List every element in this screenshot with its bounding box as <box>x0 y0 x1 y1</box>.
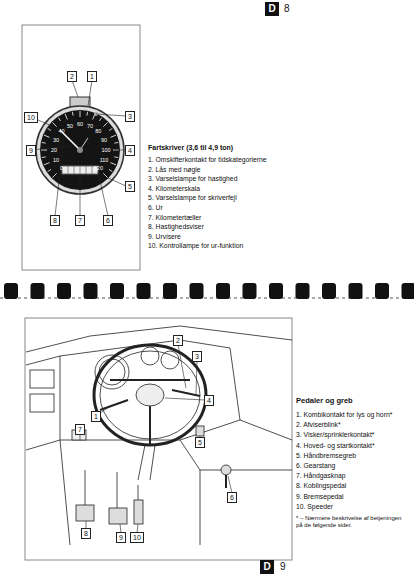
node-text: 1 <box>90 73 94 80</box>
list-item: 9. Bremsepedal <box>296 493 344 501</box>
dial-number: 50 <box>67 123 73 129</box>
section-heading: Fartskriver (3,6 til 4,9 ton) <box>148 144 233 152</box>
list-item: 8. Koblingspedal <box>296 482 346 490</box>
list-item: 2. Lås med nøgle <box>148 166 201 174</box>
node-text: 6 <box>106 217 110 224</box>
list-item: 9. Urvisere <box>148 233 181 241</box>
dial-number: 100 <box>101 147 110 153</box>
callout-box: 7 <box>75 215 85 226</box>
list-item: 3. Varselslampe for hastighed <box>148 175 237 183</box>
node-text: 4 <box>207 397 211 404</box>
callout-box: 4 <box>204 395 214 406</box>
leader-lines <box>31 80 126 216</box>
list-item: 1. Kombikontakt for lys og horn* <box>296 411 392 419</box>
list-item: 6. Ur <box>148 204 163 212</box>
page-number: 9 <box>280 561 286 573</box>
list-item: 4. Hoved- og startkontakt* <box>296 442 375 450</box>
node-text: 3 <box>195 353 199 360</box>
callout-box: 3 <box>125 111 135 122</box>
node-text: 8 <box>84 530 88 537</box>
node-text: D <box>268 3 275 14</box>
callout-box: 9 <box>116 532 126 543</box>
list-item: 6. Gearstang <box>296 462 335 470</box>
callout-box: 1 <box>87 71 97 82</box>
dial-number: 80 <box>95 128 101 134</box>
dial-number: 110 <box>100 157 109 163</box>
dial-number: 120 <box>94 165 103 171</box>
list-item: 5. Håndbremsegreb <box>296 452 356 460</box>
callout-box: 3 <box>192 351 202 362</box>
callout-box: 8 <box>81 528 91 539</box>
node-text: 10 <box>27 114 35 121</box>
cab-interior <box>26 326 292 545</box>
node-text: 9 <box>119 534 123 541</box>
callout-box: 6 <box>103 215 113 226</box>
node-text: 9 <box>29 147 33 154</box>
node-text: 2 <box>176 337 180 344</box>
node-text: 10 <box>133 534 141 541</box>
callout-box: 6 <box>227 492 237 503</box>
callout-box: 1 <box>91 411 101 422</box>
callout-box: 4 <box>125 145 135 156</box>
node-text: 5 <box>198 439 202 446</box>
callout-box: 5 <box>125 181 135 192</box>
callout-box: 8 <box>50 215 60 226</box>
dial-number: 10 <box>53 157 59 163</box>
frame <box>22 25 140 270</box>
page-tab: D <box>265 2 279 16</box>
footnote: * – Nærmere beskrivelse af betjeningen p… <box>296 515 408 529</box>
list-item: 1. Omskifterkontakt for tidskategorierne <box>148 156 267 164</box>
dial-number: 60 <box>77 121 83 127</box>
page-tab: D <box>260 560 274 574</box>
node-text: 6 <box>230 494 234 501</box>
section-heading: Pedaler og greb <box>296 397 353 406</box>
dial-number: 70 <box>87 123 93 129</box>
binding <box>0 283 414 299</box>
list-item: 7. Håndgasknap <box>296 472 346 480</box>
leader-lines <box>80 344 232 533</box>
dial-number: 0 <box>60 165 63 171</box>
callout-box: 5 <box>195 437 205 448</box>
node-text: 5 <box>128 183 132 190</box>
node-text: 7 <box>78 217 82 224</box>
dial-number: 40 <box>59 128 65 134</box>
callout-box: 9 <box>26 145 36 156</box>
page-number: 8 <box>284 3 290 15</box>
list-item: 3. Visker/sprinklerkontakt* <box>296 431 374 439</box>
list-item: 7. Kilometertæller <box>148 214 201 222</box>
callout-box: 2 <box>67 71 77 82</box>
node-text: 7 <box>78 426 82 433</box>
node-text: 1 <box>94 413 98 420</box>
dial-number: 30 <box>53 137 59 143</box>
callout-box: 7 <box>75 424 85 435</box>
node-text: 3 <box>128 113 132 120</box>
node-text: 4 <box>128 147 132 154</box>
list-item: 8. Hastighedsviser <box>148 223 204 231</box>
callout-box: 10 <box>130 532 144 543</box>
frame <box>25 318 292 560</box>
list-item: 5. Varselslampe for skriverfejl <box>148 194 237 202</box>
callout-box: 10 <box>24 112 38 123</box>
list-item: 10. Kontrollampe for ur-funktion <box>148 242 243 250</box>
dial-number: 90 <box>101 137 107 143</box>
dial-number: 20 <box>51 147 57 153</box>
list-item: 4. Kilometerskala <box>148 185 200 193</box>
list-item: 2. Afviserblink* <box>296 421 341 429</box>
node-text: D <box>263 561 270 572</box>
node-text: 2 <box>70 73 74 80</box>
node-text: 8 <box>53 217 57 224</box>
callout-box: 2 <box>173 335 183 346</box>
list-item: 10. Speeder <box>296 503 333 511</box>
